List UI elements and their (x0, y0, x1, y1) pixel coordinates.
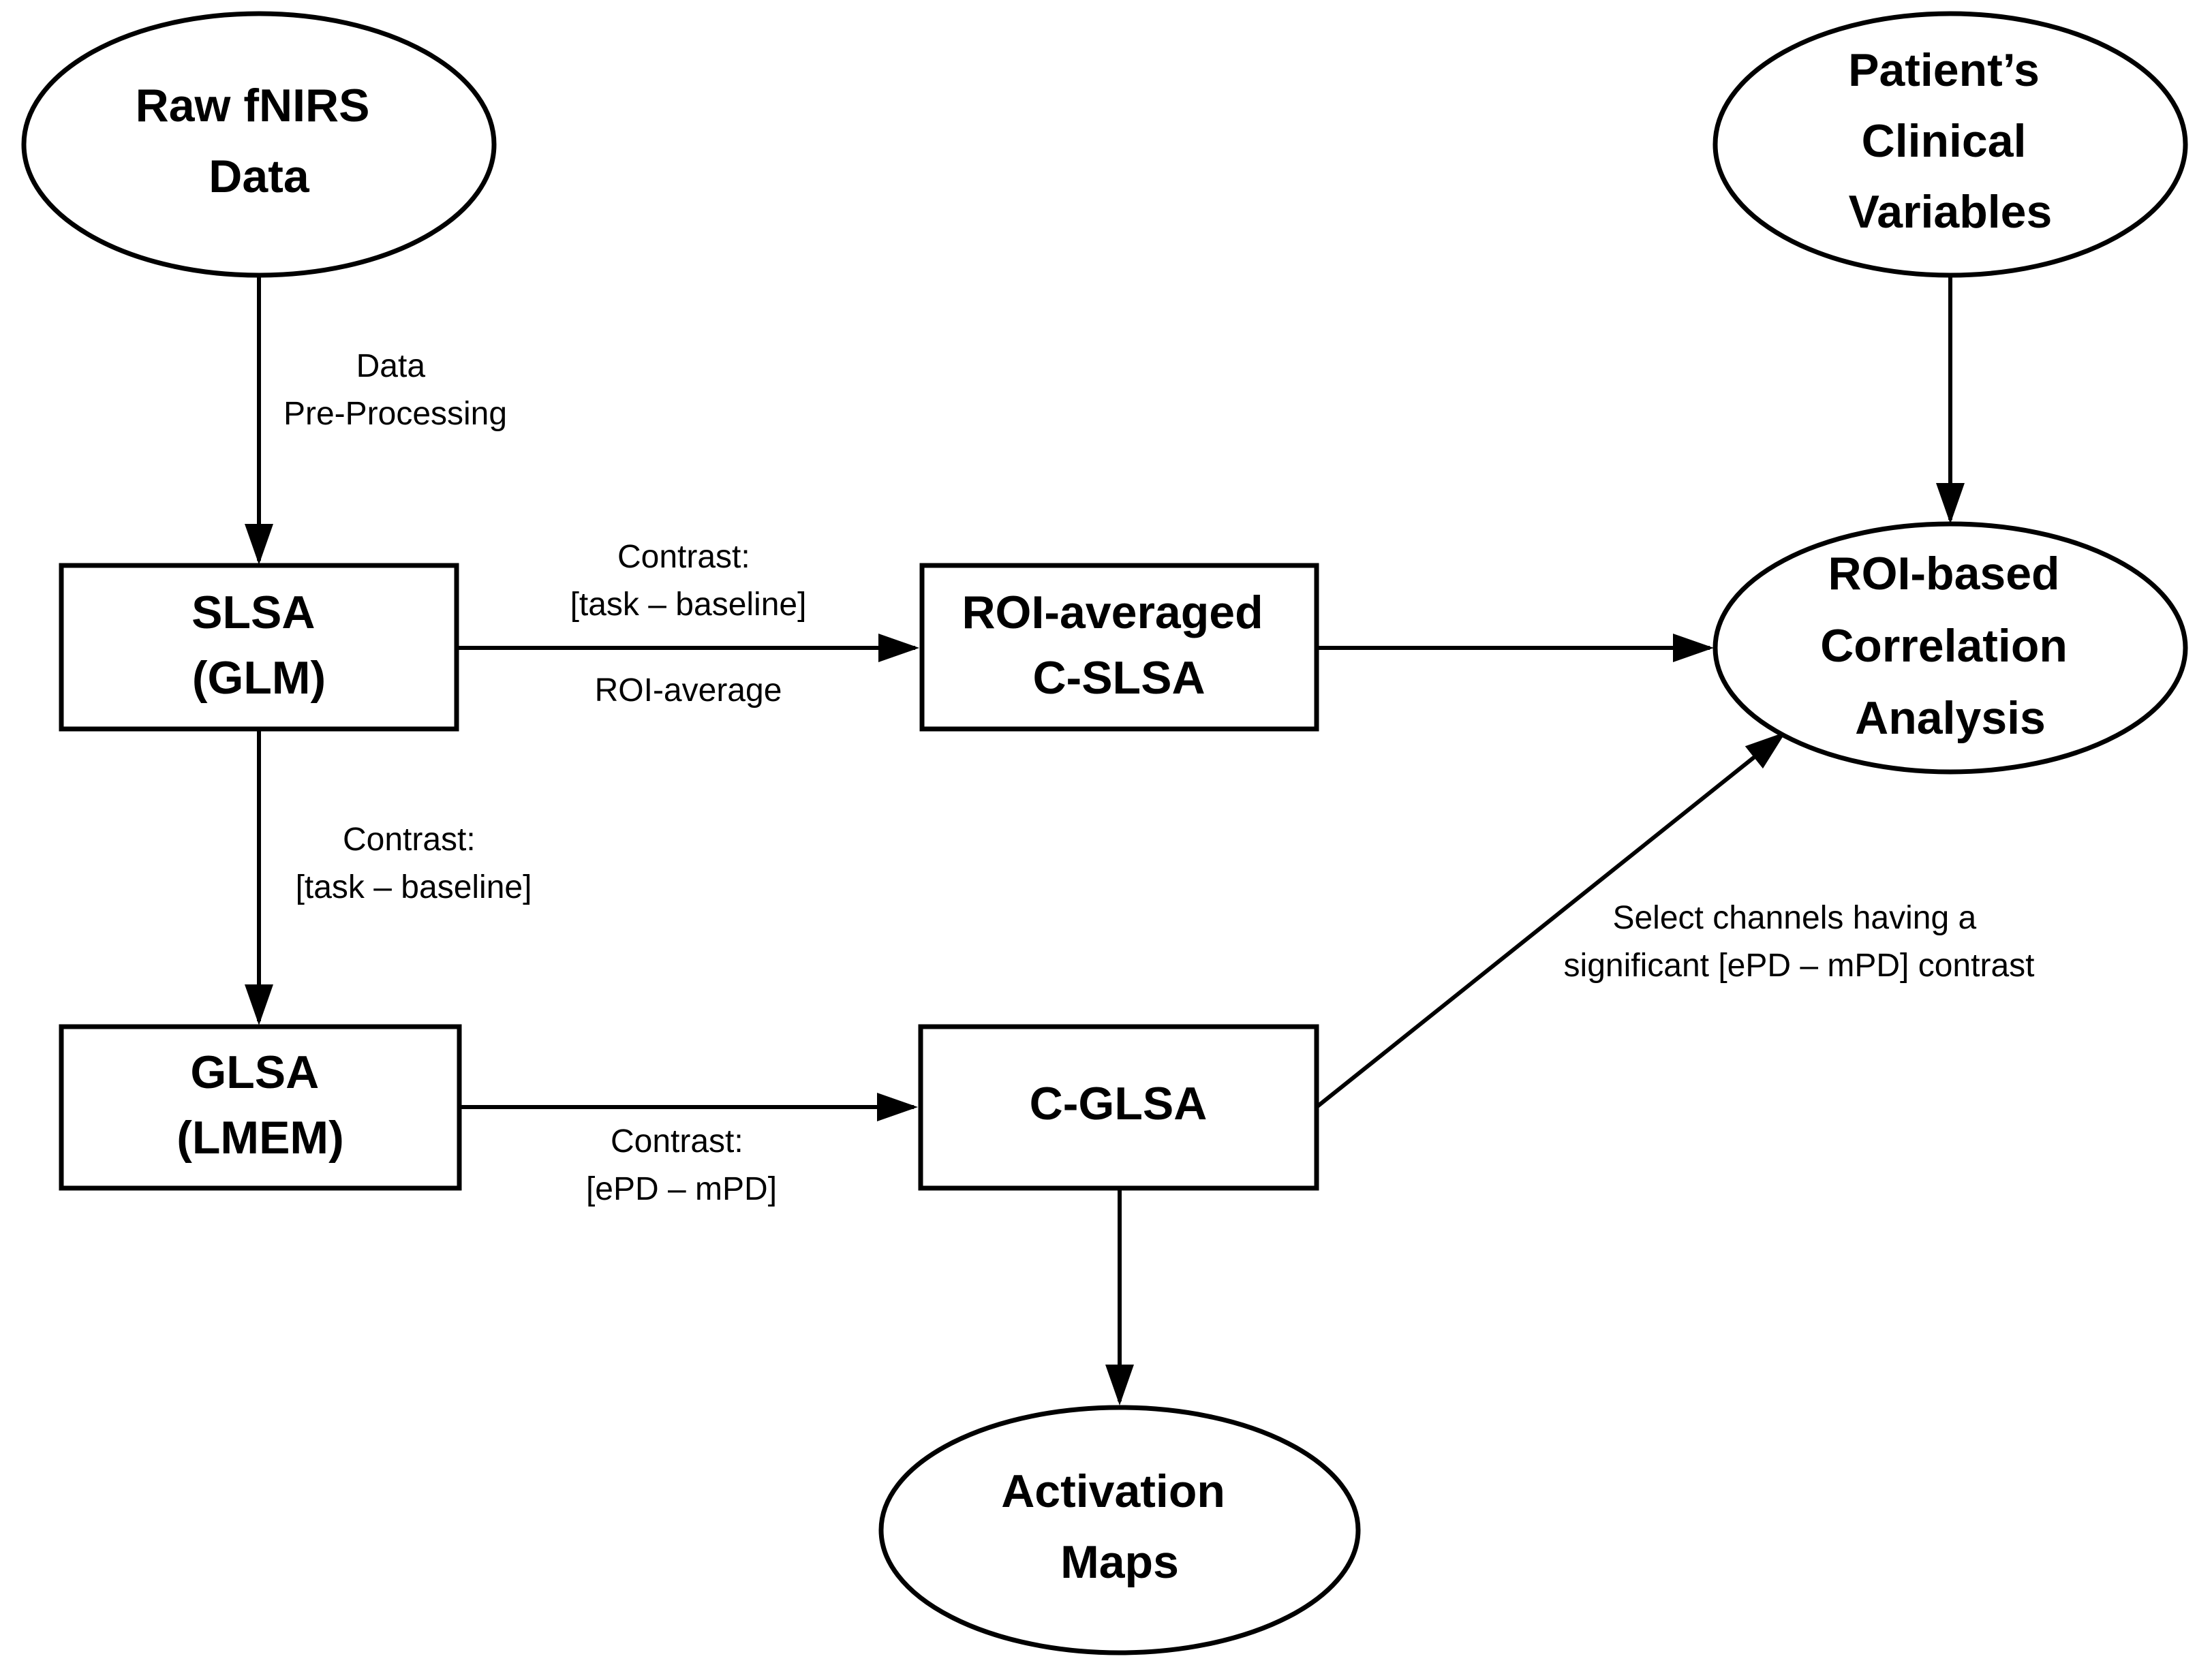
node-roi-based-correlation-analysis-label: ROI-based Correlation Analysis (1820, 548, 2080, 744)
node-slsa-glm: SLSA (GLM) (59, 563, 459, 732)
node-glsa-lmem: GLSA (LMEM) (59, 1024, 462, 1191)
node-raw-fnirs-data-label: Raw fNIRS Data (136, 80, 383, 202)
edge-cglsa-to-correlation (1315, 732, 1786, 1109)
node-roi-based-correlation-analysis: ROI-based Correlation Analysis (1712, 521, 2188, 775)
edge-label-glsa-to-cglsa-contrast: Contrast: [ePD – mPD] (586, 1123, 777, 1207)
node-patient-clinical-variables: Patient’s Clinical Variables (1712, 11, 2188, 278)
edge-label-slsa-to-glsa-contrast: Contrast: [task – baseline] (296, 822, 532, 905)
node-c-glsa-label: C-GLSA (1030, 1078, 1208, 1130)
node-activation-maps: Activation Maps (878, 1405, 1361, 1655)
node-patient-clinical-variables-label: Patient’s Clinical Variables (1848, 44, 2053, 238)
node-roi-averaged-c-slsa-label: ROI-averaged C-SLSA (962, 587, 1276, 704)
node-c-glsa: C-GLSA (918, 1024, 1319, 1191)
node-roi-averaged-c-slsa: ROI-averaged C-SLSA (919, 563, 1319, 732)
edge-labels: Data Pre-Processing Contrast: [task – ba… (283, 348, 2035, 1207)
node-slsa-glm-label: SLSA (GLM) (191, 587, 326, 704)
edge-label-preprocessing: Data Pre-Processing (283, 348, 507, 432)
edges (245, 276, 1965, 1405)
nodes: Raw fNIRS Data Patient’s Clinical Variab… (21, 11, 2188, 1655)
edge-label-slsa-to-roi-contrast: Contrast: [task – baseline] (570, 539, 807, 623)
edge-label-select-channels: Select channels having a significant [eP… (1564, 900, 2035, 984)
node-activation-maps-label: Activation Maps (1001, 1465, 1238, 1588)
node-raw-fnirs-data: Raw fNIRS Data (21, 11, 497, 278)
node-glsa-lmem-label: GLSA (LMEM) (176, 1046, 343, 1164)
edge-label-roi-average: ROI-average (595, 672, 782, 709)
